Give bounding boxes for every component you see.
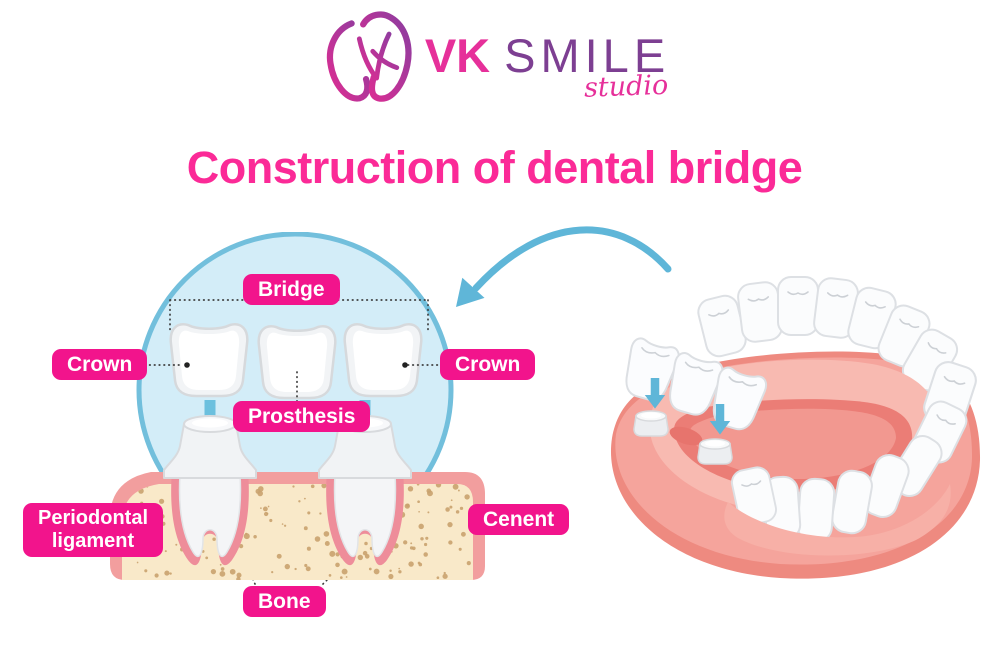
curved-arrow-icon <box>456 226 672 307</box>
bridge-crowns <box>169 323 423 400</box>
brand-vk: VK <box>424 29 491 82</box>
bone-cross-section <box>110 415 485 580</box>
page-title: Construction of dental bridge <box>186 142 803 193</box>
tooth-logo-icon <box>326 11 412 102</box>
bridge-diagram-illustration <box>110 232 485 585</box>
brand-logo: VK SMILE studio <box>0 6 989 110</box>
label-cement: Cenent <box>468 504 570 535</box>
jaw-illustration <box>610 275 981 579</box>
brand-wordmark: VK SMILE studio <box>425 28 670 105</box>
label-crown-left: Crown <box>52 349 148 380</box>
label-prosthesis: Prosthesis <box>233 401 371 432</box>
brand-smile: SMILE <box>504 29 671 82</box>
empty-socket <box>669 426 703 446</box>
crown-tooth-left <box>169 323 249 398</box>
label-bone: Bone <box>243 586 326 617</box>
prepared-stump-right <box>697 438 733 465</box>
crown-tooth-right <box>343 323 423 398</box>
label-bridge: Bridge <box>243 274 340 305</box>
label-crown-right: Crown <box>440 349 536 380</box>
jaw-front-gum-band <box>724 484 951 556</box>
label-periodontal-ligament: Periodontal ligament <box>23 503 163 557</box>
prepared-stump-left <box>633 410 669 437</box>
